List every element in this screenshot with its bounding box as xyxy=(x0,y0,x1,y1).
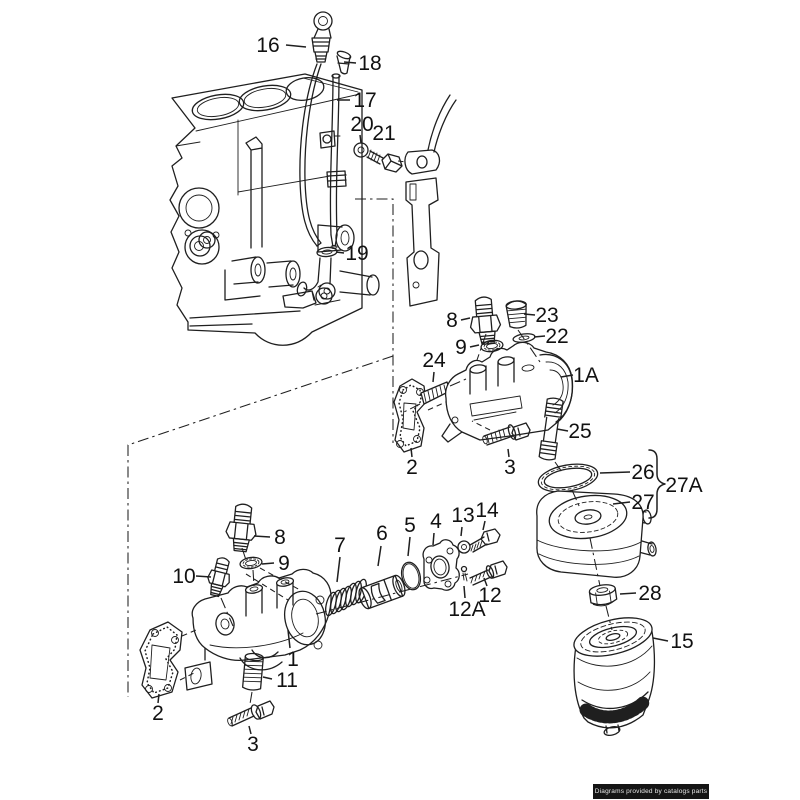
oil-cooler-27 xyxy=(536,490,657,578)
part-label-22: 22 xyxy=(545,325,568,348)
part-label-12a: 12A xyxy=(448,598,485,621)
part-label-1: 1 xyxy=(287,648,299,671)
stud-11 xyxy=(241,652,264,691)
part-label-5: 5 xyxy=(404,514,416,537)
bolt-3-lower xyxy=(227,700,275,727)
part-label-10: 10 xyxy=(172,565,195,588)
support-bracket xyxy=(404,94,457,307)
part-label-6: 6 xyxy=(376,522,388,545)
part-label-12: 12 xyxy=(478,584,501,607)
part-label-19: 19 xyxy=(345,242,368,265)
part-label-14: 14 xyxy=(475,499,499,522)
watermark: Diagrams provided by catalogs parts xyxy=(593,784,709,799)
gasket-2-lower xyxy=(139,621,183,699)
part-label-4: 4 xyxy=(430,510,442,533)
part-label-17: 17 xyxy=(353,89,376,112)
section-lines xyxy=(127,198,394,697)
oil-filter-15 xyxy=(573,617,656,736)
part-label-21: 21 xyxy=(372,122,395,145)
part-label-11: 11 xyxy=(276,669,298,692)
grommet-19 xyxy=(296,246,338,305)
part-label-9-lower: 9 xyxy=(278,552,290,575)
part-label-3-lower: 3 xyxy=(247,733,259,756)
bolt-12 xyxy=(469,560,508,586)
leader-lines xyxy=(157,44,669,735)
bracket-1a xyxy=(441,341,574,443)
part-label-23: 23 xyxy=(535,304,558,327)
brace-27a xyxy=(648,449,666,519)
spring-7 xyxy=(325,578,367,617)
bolt-14 xyxy=(469,528,501,553)
part-label-16: 16 xyxy=(256,34,279,57)
part-label-25: 25 xyxy=(568,420,591,443)
washer-13 xyxy=(457,540,471,554)
part-label-18: 18 xyxy=(358,52,381,75)
stud-25 xyxy=(538,397,564,461)
part-label-7: 7 xyxy=(334,534,346,557)
nut-28 xyxy=(588,584,618,607)
washer-20 xyxy=(353,142,369,158)
part-label-24: 24 xyxy=(422,349,446,372)
cover-plate-4 xyxy=(422,539,460,591)
part-label-2-upper: 2 xyxy=(406,456,418,479)
bolt-21 xyxy=(366,149,403,173)
oring-26 xyxy=(537,463,599,493)
part-label-8-upper: 8 xyxy=(446,309,458,332)
part-label-1a: 1A xyxy=(573,364,599,387)
oil-filter-bracket-1 xyxy=(184,568,332,691)
relief-piston-6 xyxy=(358,574,406,610)
part-label-27: 27 xyxy=(631,491,654,514)
part-label-2-lower: 2 xyxy=(152,702,164,725)
seal-ring-9-upper xyxy=(480,339,504,353)
pin-12a xyxy=(460,565,468,582)
part-label-13: 13 xyxy=(451,504,474,527)
part-label-15: 15 xyxy=(670,630,693,653)
dipstick-16 xyxy=(299,11,333,247)
oil-pressure-switch-8-lower xyxy=(225,503,257,553)
engine-block xyxy=(169,73,380,346)
dipstick-cap-18 xyxy=(336,50,352,75)
part-label-8-lower: 8 xyxy=(274,526,286,549)
seal-ring-9-lower xyxy=(239,556,263,570)
part-label-20: 20 xyxy=(350,113,373,136)
gasket-2-upper xyxy=(393,378,427,453)
part-label-27a: 27A xyxy=(665,474,702,497)
part-labels: 16 18 17 20 21 19 8 23 22 9 24 1A 2 3 25… xyxy=(152,34,703,756)
part-label-26: 26 xyxy=(631,461,654,484)
part-label-28: 28 xyxy=(638,582,661,605)
part-label-9-upper: 9 xyxy=(455,336,467,359)
bolt-3-upper xyxy=(482,422,531,446)
alignment-centerlines xyxy=(179,160,613,705)
part-label-3-upper: 3 xyxy=(504,456,516,479)
dipstick-tube-17 xyxy=(319,73,347,249)
